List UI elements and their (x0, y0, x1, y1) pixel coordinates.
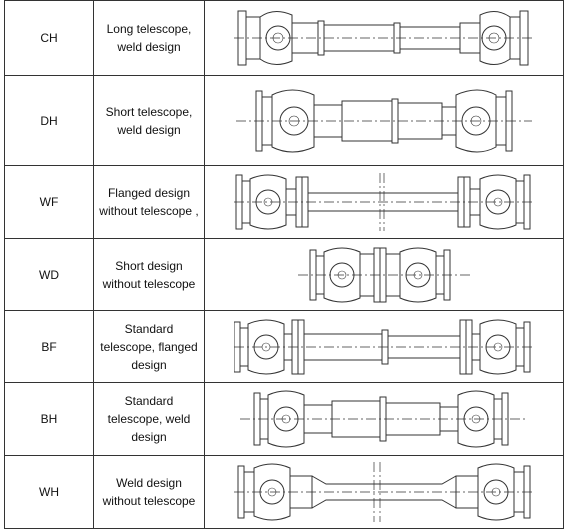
design-code: CH (4, 0, 94, 76)
design-description: Short design without telescope (93, 238, 205, 311)
design-description: Standard telescope, weld design (93, 382, 205, 456)
standard-telescope-weld-shaft-icon (240, 390, 528, 448)
table-row: DH Short telescope, weld design (4, 75, 564, 166)
short-telescope-weld-shaft-icon (236, 89, 532, 152)
weld-no-telescope-shaft-icon (234, 462, 534, 522)
flanged-no-telescope-shaft-icon (234, 173, 534, 231)
design-code: WF (4, 165, 94, 239)
design-description: Short telescope, weld design (93, 75, 205, 166)
table-row: BF Standard telescope, flanged design (4, 310, 564, 383)
design-code: DH (4, 75, 94, 166)
long-telescope-weld-shaft-icon (234, 10, 534, 66)
standard-telescope-flanged-shaft-icon (234, 319, 534, 374)
short-no-telescope-shaft-icon (298, 247, 470, 302)
design-code: WH (4, 455, 94, 529)
table-row: BH Standard telescope, weld design (4, 382, 564, 456)
table-row: WH Weld design without telescope (4, 455, 564, 529)
table-row: WD Short design without telescope (4, 238, 564, 311)
design-description: Flanged design without telescope , (93, 165, 205, 239)
design-description: Weld design without telescope (93, 455, 205, 529)
table-row: CH Long telescope, weld design (4, 0, 564, 76)
design-description: Long telescope, weld design (93, 0, 205, 76)
design-code: WD (4, 238, 94, 311)
table-row: WF Flanged design without telescope , (4, 165, 564, 239)
design-description: Standard telescope, flanged design (93, 310, 205, 383)
shaft-design-table: CH Long telescope, weld design (4, 0, 564, 529)
design-code: BH (4, 382, 94, 456)
design-code: BF (4, 310, 94, 383)
